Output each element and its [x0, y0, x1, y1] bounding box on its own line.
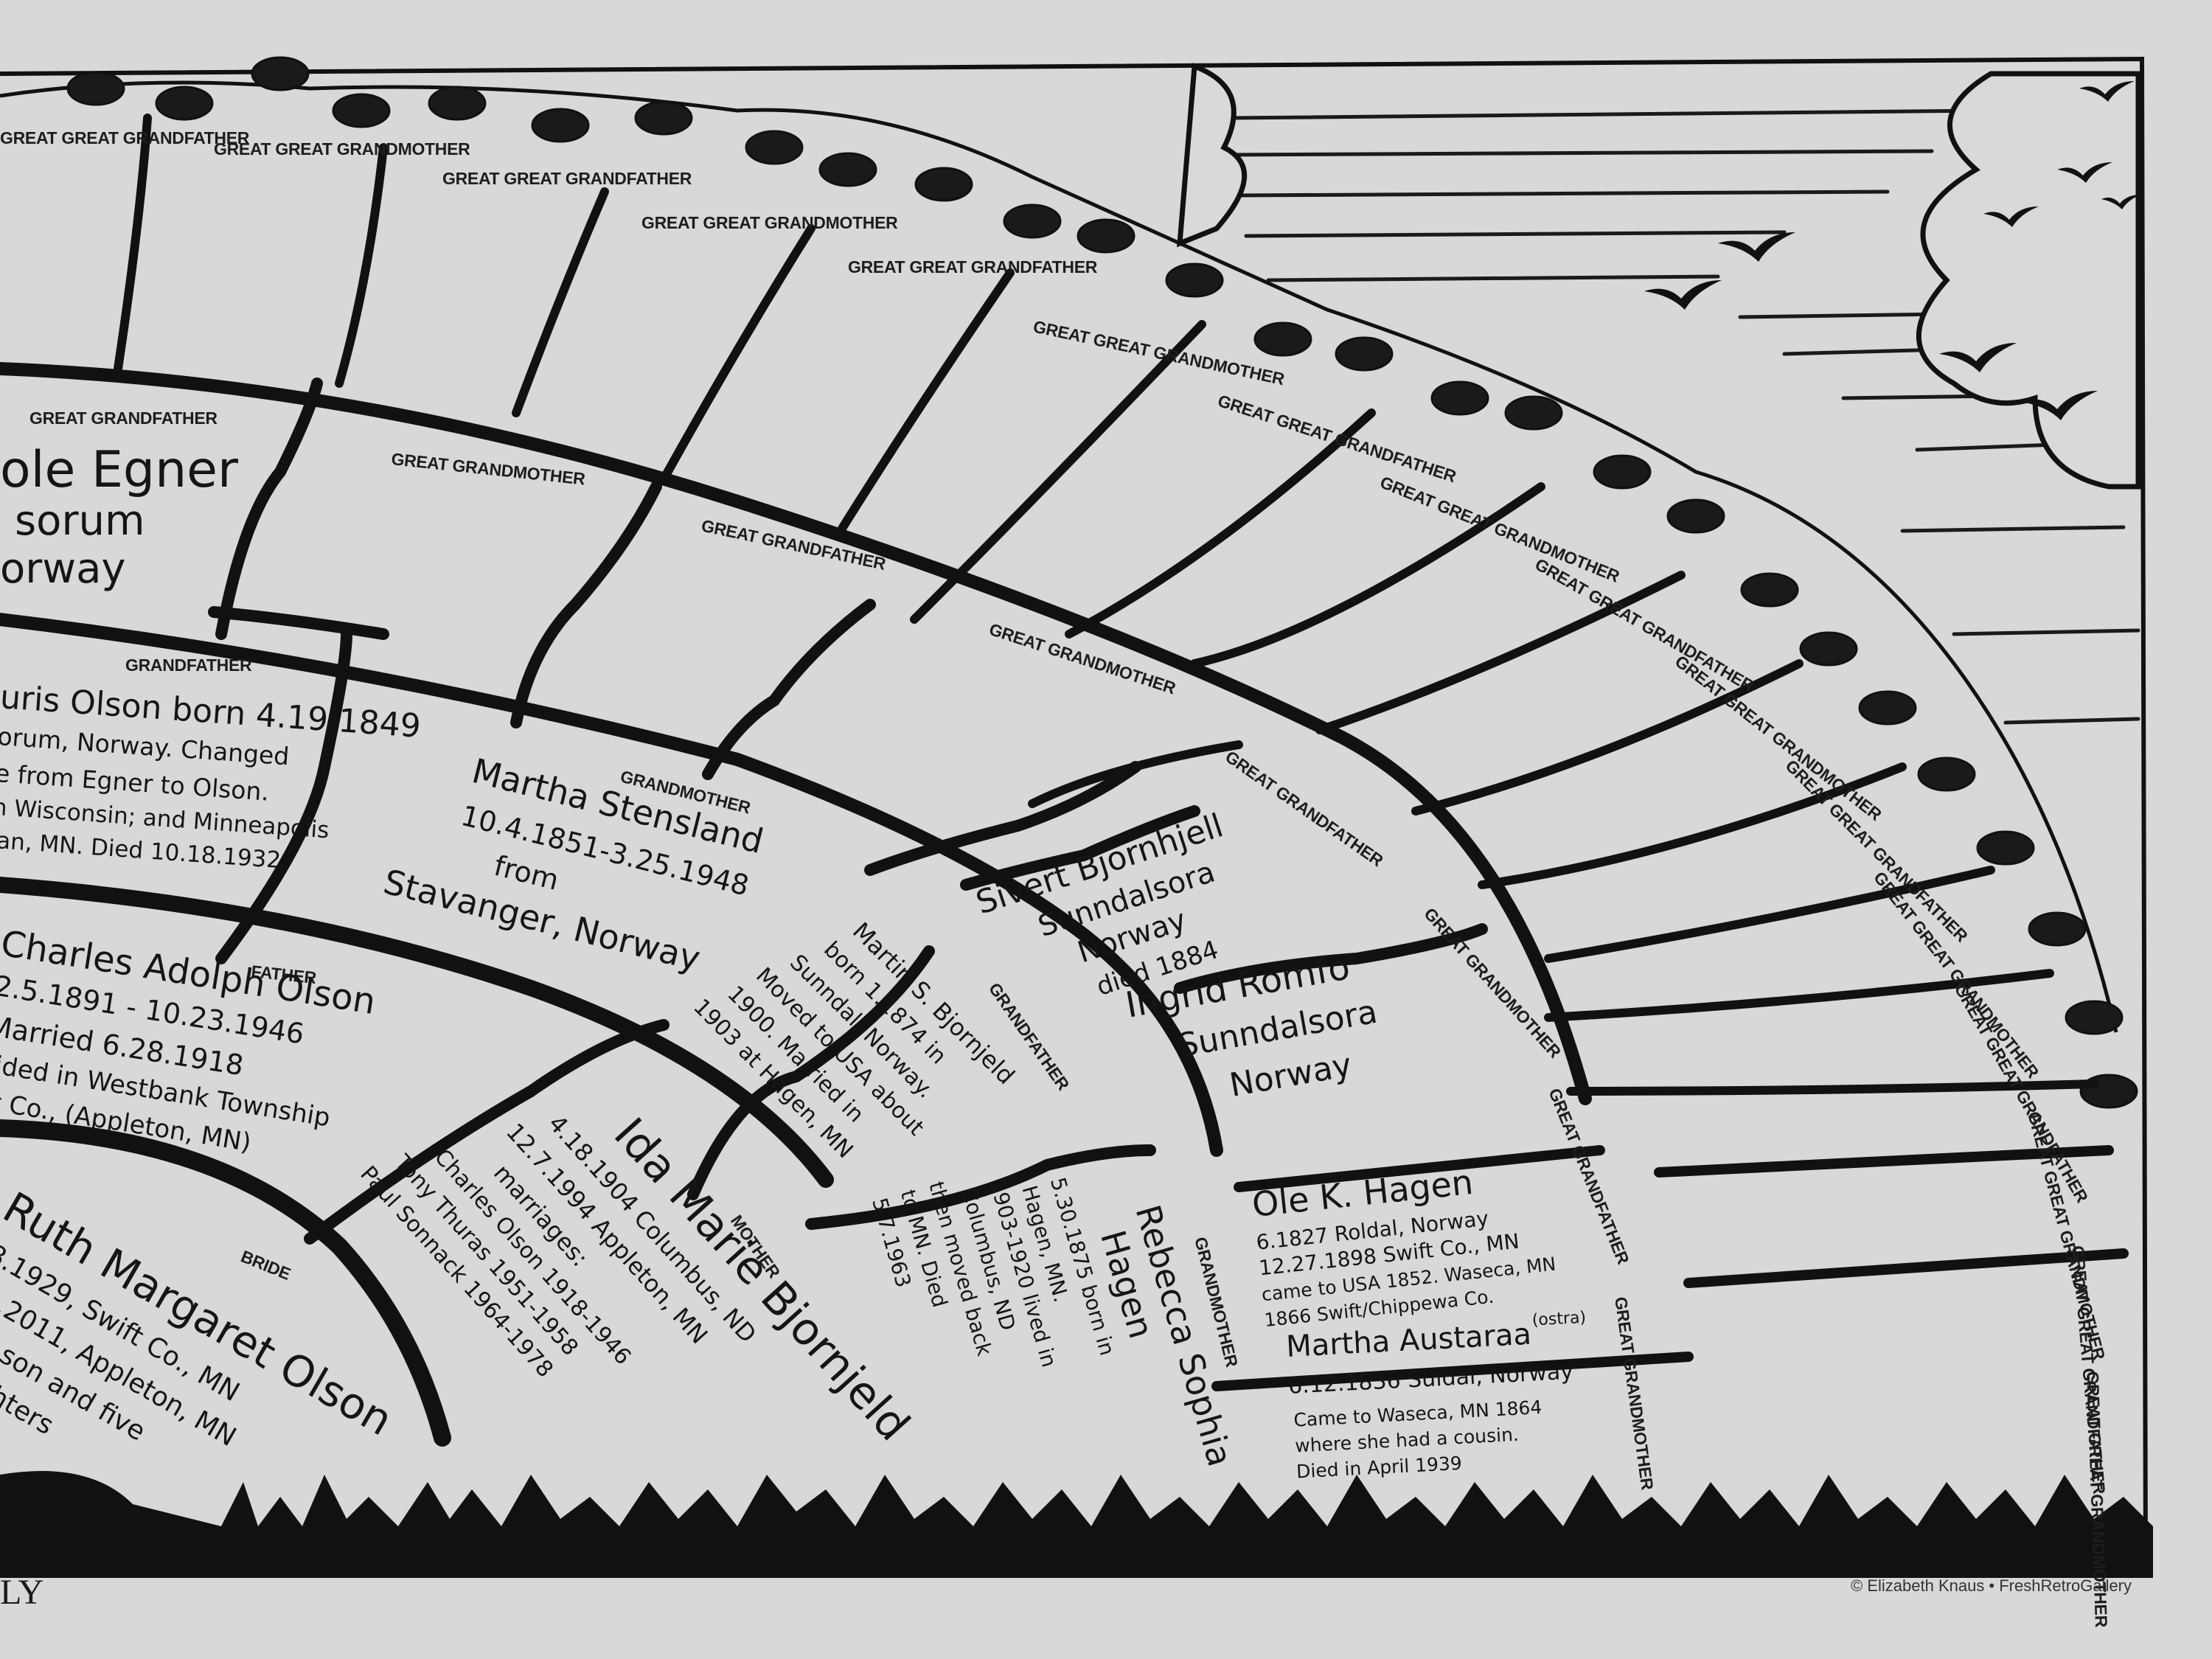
grass-silhouette — [0, 1471, 2153, 1578]
artist-credit: © Elizabeth Knaus • FreshRetroGallery — [1851, 1576, 2132, 1595]
sky-streaks — [1222, 108, 2140, 725]
entry-grandfather-maternal: Martin S. Bjornjeld born 1.1874 in Sunnd… — [688, 917, 1020, 1164]
label-ggf-1: GREAT GREAT GRANDFATHER — [0, 128, 250, 147]
label-ggf-2: GREAT GREAT GRANDFATHER — [442, 169, 692, 188]
entry-grandfather-paternal: uris Olson born 4.19.1849 orum, Norway. … — [0, 678, 422, 874]
label-gf-1: GREAT GRANDFATHER — [29, 408, 218, 428]
austaraa-line-5: Died in April 1939 — [1295, 1453, 1462, 1483]
egner-line-3: orway — [0, 545, 126, 593]
label-bride: BRIDE — [238, 1247, 293, 1284]
label-ggf-3: GREAT GREAT GRANDFATHER — [848, 257, 1098, 276]
label-grandfather-1: GRANDFATHER — [125, 655, 252, 675]
austaraa-note: (ostra) — [1531, 1309, 1586, 1330]
poster-border — [0, 56, 2148, 1571]
label-ggf-4: GREAT GREAT GRANDFATHER — [1215, 391, 1458, 486]
entry-great-grandfather-ole: Ole K. Hagen 6.1827 Roldal, Norway 12.27… — [1251, 1162, 1557, 1331]
ingrid-line-3: Norway — [1227, 1046, 1354, 1105]
leaf-vine-garland — [0, 56, 2138, 1109]
poster-title-fragment: LY — [0, 1573, 44, 1612]
birds — [1644, 81, 2140, 420]
entry-great-grandmother-martha: Martha Austaraa (ostra) 6.12.1836 Suldal… — [1285, 1309, 1587, 1483]
tree-branches — [0, 114, 2129, 1447]
label-ggm-1: GREAT GREAT GRANDMOTHER — [214, 139, 470, 159]
label-ggf-5: GREAT GREAT GRANDFATHER — [1532, 554, 1758, 696]
austaraa-line-2: 6.12.1836 Suldal, Norway — [1287, 1359, 1574, 1399]
entry-great-grandfather-egner: ole Egner sorum orway — [0, 441, 238, 593]
label-ggm-2: GREAT GREAT GRANDMOTHER — [641, 213, 898, 232]
label-ggm-3: GREAT GREAT GRANDMOTHER — [1032, 316, 1287, 389]
egner-line-2: sorum — [15, 497, 145, 545]
label-gf-3: GREAT GRANDFATHER — [1222, 747, 1387, 871]
entry-grandmother-maternal: Rebecca Sophia Hagen 5.30.1875 born in H… — [867, 1175, 1240, 1471]
egner-line-1: ole Egner — [0, 441, 238, 499]
label-gf-4: GREAT GRANDFATHER — [1545, 1085, 1633, 1267]
label-gm-4: GREAT GRANDMOTHER — [1611, 1295, 1658, 1492]
